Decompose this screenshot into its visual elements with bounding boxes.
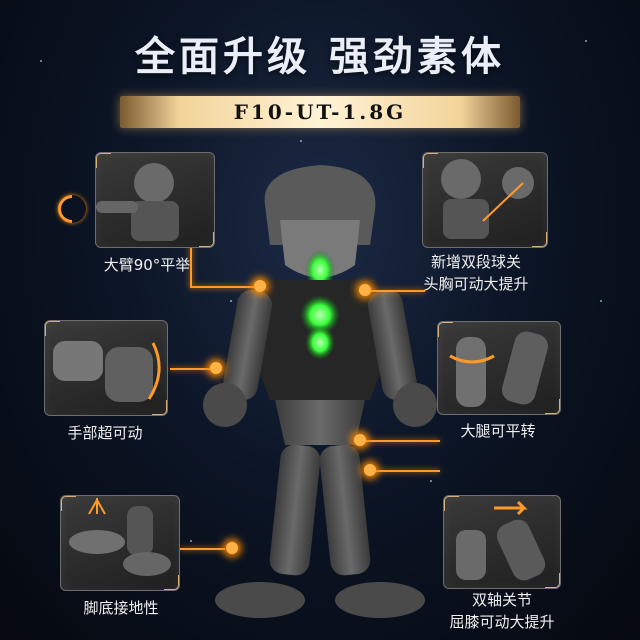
connector-line — [360, 440, 440, 442]
joint-marker — [254, 280, 266, 292]
feature-label-knee-line2: 屈膝可动大提升 — [449, 613, 555, 631]
joint-marker — [359, 284, 371, 296]
hand-detail-image — [53, 341, 161, 402]
feature-label-foot: 脚底接地性 — [83, 599, 159, 617]
feature-panel-thigh — [437, 321, 561, 415]
feature-label-hand: 手部超可动 — [67, 424, 143, 442]
feature-label-thigh: 大腿可平转 — [460, 422, 536, 440]
connector-line — [190, 286, 260, 288]
action-figure — [203, 165, 437, 618]
feature-panel-head — [422, 152, 548, 248]
feature-panel-hand — [44, 320, 168, 416]
star — [190, 540, 192, 542]
feature-label-arm: 大臂90°平举 — [103, 256, 191, 274]
knee-detail-image — [456, 500, 546, 581]
arm-detail-image — [96, 163, 179, 241]
feature-label-head: 新增双段球关 头胸可动大提升 — [404, 251, 548, 295]
star — [430, 480, 432, 482]
model-banner: F10-UT-1.8G — [120, 96, 520, 128]
feature-panel-foot — [60, 495, 180, 591]
joint-marker — [354, 434, 366, 446]
rotation-arrow-icon — [52, 189, 92, 229]
connector-line — [365, 290, 425, 292]
thigh-detail-image — [449, 331, 549, 407]
page-title: 全面升级 强劲素体 — [135, 34, 505, 80]
joint-marker — [226, 542, 238, 554]
feature-label-head-line1: 新增双段球关 — [430, 253, 521, 271]
connector-line — [170, 368, 215, 370]
head-detail-image — [441, 159, 534, 239]
star — [585, 40, 587, 42]
feature-label-head-line2: 头胸可动大提升 — [423, 275, 529, 293]
feature-label-knee-line1: 双轴关节 — [471, 591, 532, 609]
connector-line — [190, 235, 192, 287]
joint-marker — [364, 464, 376, 476]
star — [600, 300, 602, 302]
feature-panel-knee — [443, 495, 561, 589]
connector-line — [370, 470, 440, 472]
star — [230, 300, 232, 302]
foot-detail-image — [69, 498, 171, 576]
feature-label-knee: 双轴关节 屈膝可动大提升 — [440, 589, 564, 633]
connector-line — [180, 548, 225, 550]
star — [40, 60, 42, 62]
star — [300, 140, 302, 142]
model-code: F10-UT-1.8G — [233, 100, 407, 124]
joint-marker — [210, 362, 222, 374]
feature-panel-arm — [95, 152, 215, 248]
